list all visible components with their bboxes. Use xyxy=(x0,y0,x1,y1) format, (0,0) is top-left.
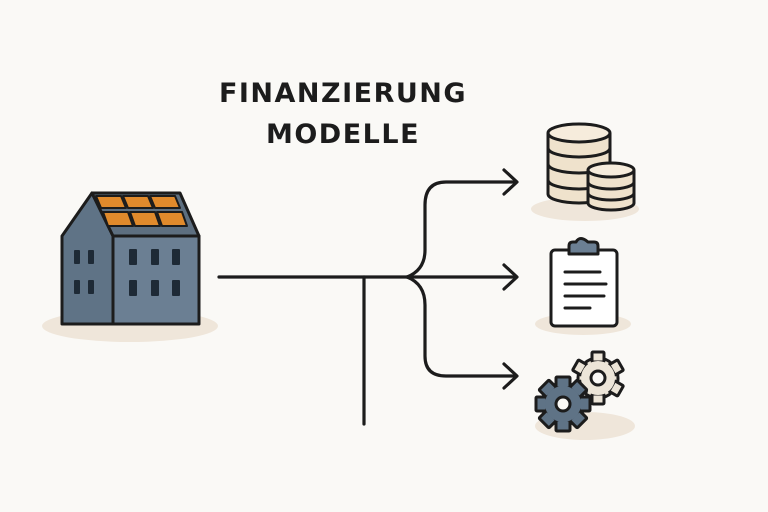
coins-stack-icon xyxy=(531,122,639,221)
building-windows xyxy=(74,249,180,296)
branch-line-top xyxy=(405,180,517,279)
clipboard-board xyxy=(549,248,619,328)
gears-icon xyxy=(534,350,635,440)
diagram-title: FINANZIERUNG MODELLE xyxy=(219,78,467,150)
clipboard-document-icon xyxy=(535,237,631,335)
arrowhead-middle xyxy=(502,263,519,291)
building-with-solar-roof-icon xyxy=(42,191,218,342)
title-line-2: MODELLE xyxy=(266,119,420,150)
solar-panels xyxy=(95,195,188,227)
connector-lines xyxy=(217,168,519,426)
title-line-1: FINANZIERUNG xyxy=(219,78,467,109)
clipboard-clip xyxy=(567,237,600,256)
gear-dark xyxy=(534,375,592,433)
arrowhead-top xyxy=(502,168,519,196)
arrowhead-bottom xyxy=(502,362,519,390)
branch-line-bottom xyxy=(405,275,517,378)
